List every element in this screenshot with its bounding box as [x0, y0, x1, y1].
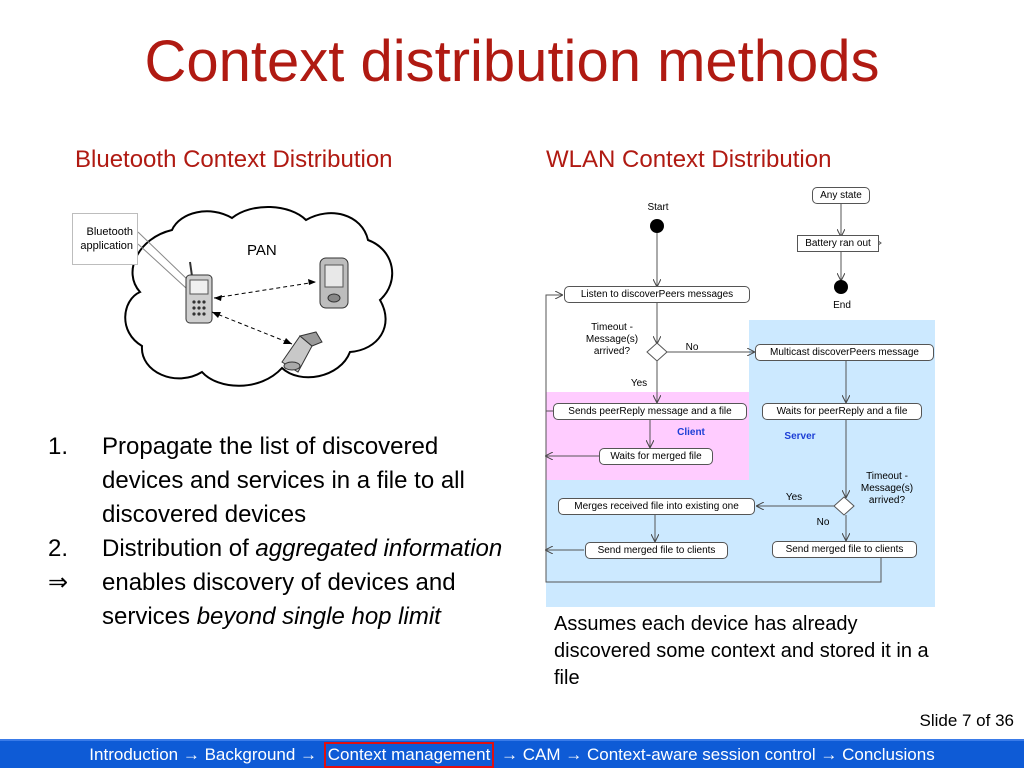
start-label: Start — [647, 202, 669, 213]
implies-symbol: ⇒ — [48, 569, 69, 596]
client-decision — [646, 342, 668, 362]
any-state-box: Any state — [812, 187, 870, 204]
bullet-list: 1. Propagate the list of discovered devi… — [48, 430, 518, 634]
waits-merged-box: Waits for merged file — [599, 448, 713, 465]
flip-phone-icon — [281, 331, 323, 373]
waits-reply-box: Waits for peerReply and a file — [762, 403, 922, 420]
bullet-number: 2. — [48, 535, 69, 562]
client-lane-label: Client — [677, 427, 705, 438]
yes-server-label: Yes — [785, 492, 803, 503]
merges-box: Merges received file into existing one — [558, 498, 755, 515]
timeout-server-label: Timeout - Message(s) arrived? — [860, 471, 914, 506]
yes-client-label: Yes — [630, 378, 648, 389]
bullet-item: 1. Propagate the list of discovered devi… — [48, 430, 518, 532]
wlan-subtitle: WLAN Context Distribution — [546, 146, 832, 173]
nav-current[interactable]: Context management — [323, 741, 495, 768]
bullet-text: Distribution of — [102, 535, 256, 562]
cloud-shape — [124, 206, 394, 387]
bullet-item: 2. Distribution of aggregated informatio… — [48, 532, 518, 566]
implies-italic: beyond single hop limit — [196, 603, 441, 630]
multicast-box: Multicast discoverPeers message — [755, 344, 934, 361]
send-merged-left-box: Send merged file to clients — [585, 542, 728, 559]
implies-line: ⇒ enables discovery of devices and servi… — [48, 566, 518, 634]
navigation-bar: Introduction → Background → Context mana… — [0, 739, 1024, 768]
bullet-italic: aggregated information — [255, 535, 503, 562]
pda-icon — [319, 257, 349, 309]
listen-box: Listen to discoverPeers messages — [564, 286, 750, 303]
nav-after[interactable]: → CAM → Context-aware session control → … — [496, 744, 935, 764]
bluetooth-subtitle: Bluetooth Context Distribution — [75, 146, 393, 173]
sends-reply-box: Sends peerReply message and a file — [553, 403, 747, 420]
battery-box: Battery ran out — [797, 235, 879, 252]
start-node — [650, 219, 664, 233]
slide-title: Context distribution methods — [144, 29, 880, 94]
no-server-label: No — [816, 517, 830, 528]
implies-text: enables discovery of devices and service… — [102, 569, 456, 630]
no-client-label: No — [685, 342, 699, 353]
send-merged-right-box: Send merged file to clients — [772, 541, 917, 558]
server-lane — [749, 320, 935, 607]
nav-before[interactable]: Introduction → Background → — [89, 744, 322, 764]
bluetooth-app-label: Bluetooth application — [72, 213, 138, 265]
slide-number: Slide 7 of 36 — [919, 711, 1014, 730]
server-decision — [833, 496, 855, 516]
bullet-number: 1. — [48, 433, 69, 460]
mobile-phone-icon — [185, 261, 213, 324]
pan-label: PAN — [247, 242, 277, 259]
end-node — [834, 280, 848, 294]
end-label: End — [833, 300, 851, 311]
assumption-note: Assumes each device has already discover… — [554, 613, 929, 689]
server-lane-label: Server — [784, 431, 816, 442]
bullet-text: Propagate the list of discovered devices… — [102, 433, 465, 528]
timeout-client-label: Timeout - Message(s) arrived? — [585, 322, 639, 357]
